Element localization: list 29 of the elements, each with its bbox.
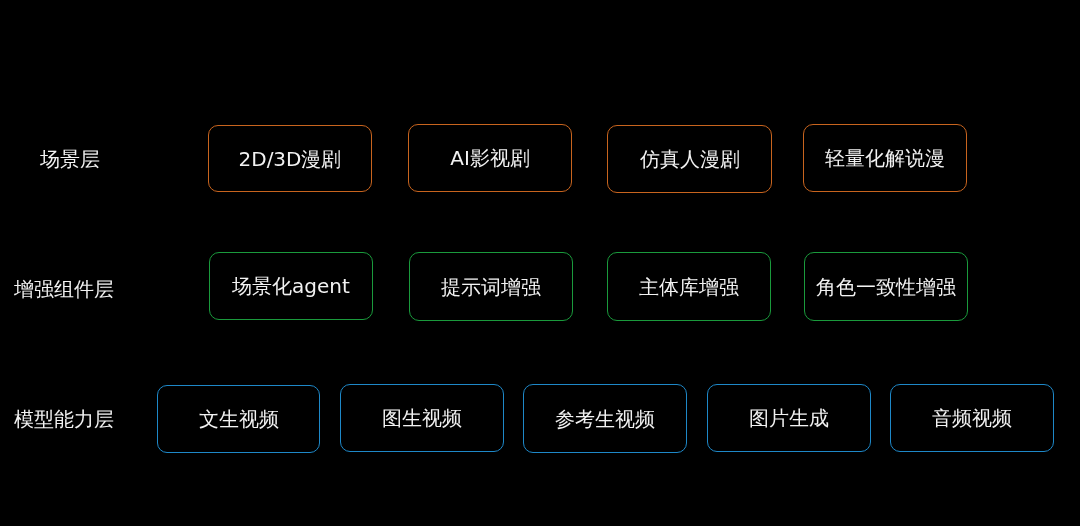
category-box: [607, 252, 771, 321]
layer-label: 模型能力层: [14, 407, 114, 431]
category-box: [890, 384, 1054, 452]
category-box: [804, 252, 968, 321]
category-box: [523, 384, 687, 453]
box-label: AI影视剧: [450, 146, 530, 170]
category-box: [409, 252, 573, 321]
layer-label: 增强组件层: [14, 277, 114, 301]
box-label: 图片生成: [749, 406, 829, 430]
box-label: 仿真人漫剧: [639, 147, 740, 171]
box-label: 图生视频: [382, 406, 462, 430]
box-label: 角色一致性增强: [816, 274, 956, 299]
category-box: [707, 384, 871, 452]
box-label: 轻量化解说漫: [825, 146, 945, 170]
box-label: 2D/3D漫剧: [238, 146, 342, 171]
box-label: 文生视频: [198, 407, 279, 431]
box-label: 音频视频: [932, 406, 1012, 430]
box-label: 场景化agent: [232, 274, 350, 298]
category-box: [208, 125, 372, 192]
layer-label: 场景层: [40, 147, 100, 171]
category-box: [408, 124, 572, 192]
box-label: 提示词增强: [441, 274, 541, 299]
box-label: 主体库增强: [639, 274, 739, 299]
category-box: [607, 125, 772, 193]
category-box: [803, 124, 967, 192]
category-box: [209, 252, 373, 320]
category-box: [157, 385, 320, 453]
box-label: 参考生视频: [555, 406, 655, 431]
category-box: [340, 384, 504, 452]
